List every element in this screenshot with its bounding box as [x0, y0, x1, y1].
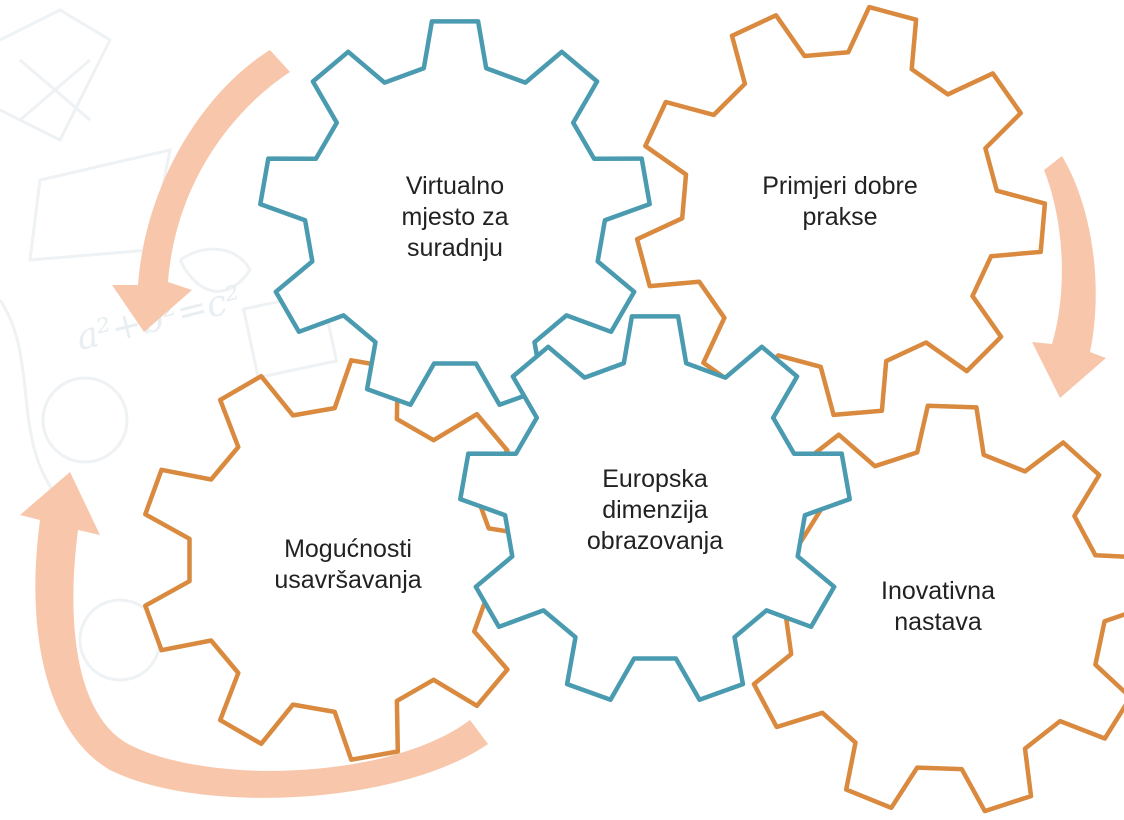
gear-label-line: dimenzija — [602, 495, 708, 524]
gear-label-line: Virtualno — [405, 171, 505, 200]
gear-virtual — [258, 19, 652, 408]
gear-label-line: mjesto za — [401, 202, 509, 231]
gear-label-line: Inovativna — [881, 577, 995, 605]
background-sketch — [0, 8, 339, 682]
gear-practice — [634, 4, 1048, 418]
gear-label-line: Europska — [602, 464, 708, 493]
gear-label-line: prakse — [802, 203, 878, 231]
gear-label-practice: Primjeri dobre prakse — [730, 171, 950, 233]
gear-european — [458, 314, 852, 703]
gear-label-training: Mogućnosti usavršavanja — [238, 534, 458, 596]
gear-label-innovative: Inovativna nastava — [828, 576, 1048, 638]
arrow-bottom-left — [20, 472, 488, 798]
gear-label-line: nastava — [894, 608, 982, 636]
gear-label-line: suradnju — [407, 233, 503, 262]
gear-label-line: usavršavanja — [274, 566, 422, 594]
gear-training — [143, 358, 541, 762]
gear-label-line: obrazovanja — [586, 526, 724, 555]
arrow-right — [1032, 156, 1106, 398]
arrow-top-left — [112, 50, 290, 332]
gear-label-line: Mogućnosti — [284, 535, 412, 563]
gear-label-line: Primjeri dobre — [762, 172, 918, 200]
